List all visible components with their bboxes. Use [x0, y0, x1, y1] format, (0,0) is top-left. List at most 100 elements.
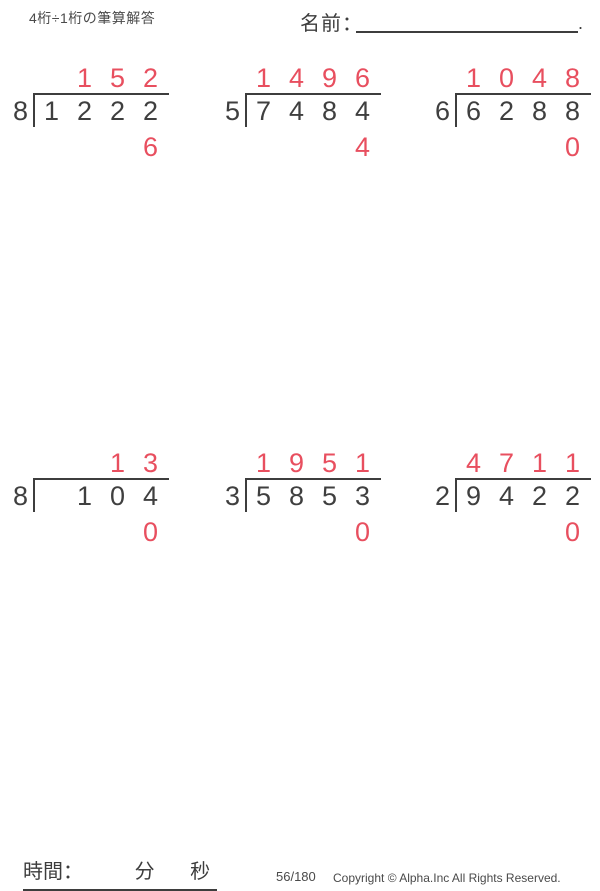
dividend-digit: 3 — [354, 481, 371, 511]
dividend-digit: 4 — [354, 96, 371, 126]
quotient-digit — [35, 64, 68, 93]
remainder-digit: 0 — [142, 517, 159, 547]
dividend-digit: 2 — [531, 481, 548, 511]
quotient-digit: 1 — [465, 63, 482, 93]
remainder-digit — [35, 518, 68, 546]
remainder-digit — [313, 518, 346, 546]
quotient-digit: 1 — [76, 63, 93, 93]
division-problem-1: 1 5 2 8 1 2 2 2 6 — [8, 64, 183, 161]
seconds-label: 秒 — [190, 861, 211, 883]
quotient-digit: 1 — [564, 448, 581, 478]
division-bracket: 1 2 2 2 — [33, 93, 169, 127]
remainder-digit — [280, 133, 313, 161]
divisor: 3 — [224, 481, 241, 511]
remainder-row: 0 — [35, 518, 183, 546]
divisor: 8 — [12, 96, 29, 126]
worksheet-title: 4桁÷1桁の筆算解答 — [29, 10, 156, 26]
remainder-digit — [457, 518, 490, 546]
quotient-digit: 9 — [288, 448, 305, 478]
dividend-row: 5 7 4 8 4 — [220, 93, 395, 127]
quotient-digit: 8 — [564, 63, 581, 93]
quotient-digit: 1 — [109, 448, 126, 478]
dividend-digit: 2 — [76, 96, 93, 126]
remainder-digit — [280, 518, 313, 546]
remainder-row: 0 — [457, 133, 600, 161]
remainder-digit: 4 — [354, 132, 371, 162]
quotient-digit: 9 — [321, 63, 338, 93]
remainder-row: 6 — [35, 133, 183, 161]
dividend-digit: 5 — [255, 481, 272, 511]
remainder-digit — [313, 133, 346, 161]
divisor: 8 — [12, 481, 29, 511]
dividend-digit: 8 — [288, 481, 305, 511]
division-problem-3: 1 0 4 8 6 6 2 8 8 0 — [430, 64, 600, 161]
remainder-digit: 0 — [354, 517, 371, 547]
quotient-digit: 5 — [321, 448, 338, 478]
remainder-digit — [490, 133, 523, 161]
quotient-digit: 2 — [142, 63, 159, 93]
dividend-digit: 1 — [43, 96, 60, 126]
quotient-digit: 5 — [109, 63, 126, 93]
divisor: 2 — [434, 481, 451, 511]
time-label: 時間： — [23, 861, 83, 883]
remainder-digit: 6 — [142, 132, 159, 162]
dividend-digit: 2 — [109, 96, 126, 126]
quotient-digit — [68, 449, 101, 478]
division-problem-4: 1 3 8 1 0 4 0 — [8, 449, 183, 546]
dividend-digit — [35, 480, 68, 512]
remainder-digit — [247, 133, 280, 161]
division-bracket: 1 0 4 — [33, 478, 169, 512]
quotient-row: 1 5 2 — [35, 64, 183, 93]
time-write-line: 時間： 分 秒 — [23, 855, 217, 891]
remainder-digit — [457, 133, 490, 161]
remainder-digit — [35, 133, 68, 161]
dividend-digit: 8 — [531, 96, 548, 126]
dividend-digit: 8 — [321, 96, 338, 126]
remainder-digit: 0 — [564, 132, 581, 162]
quotient-digit: 1 — [354, 448, 371, 478]
remainder-digit — [101, 133, 134, 161]
quotient-row: 4 7 1 1 — [457, 449, 600, 478]
divisor: 5 — [224, 96, 241, 126]
remainder-row: 0 — [247, 518, 395, 546]
quotient-digit: 4 — [531, 63, 548, 93]
remainder-digit — [523, 133, 556, 161]
dividend-digit: 7 — [255, 96, 272, 126]
dividend-digit: 0 — [109, 481, 126, 511]
division-bracket: 5 8 5 3 — [245, 478, 381, 512]
dividend-digit: 2 — [498, 96, 515, 126]
remainder-row: 0 — [457, 518, 600, 546]
quotient-row: 1 4 9 6 — [247, 64, 395, 93]
remainder-digit — [68, 518, 101, 546]
remainder-digit — [490, 518, 523, 546]
copyright-notice: Copyright © Alpha.Inc All Rights Reserve… — [333, 871, 561, 885]
dividend-digit: 2 — [142, 96, 159, 126]
divisor: 6 — [434, 96, 451, 126]
division-bracket: 9 4 2 2 — [455, 478, 591, 512]
quotient-row: 1 3 — [35, 449, 183, 478]
division-problem-5: 1 9 5 1 3 5 8 5 3 0 — [220, 449, 395, 546]
dividend-digit: 4 — [288, 96, 305, 126]
dividend-digit: 4 — [142, 481, 159, 511]
quotient-digit: 1 — [255, 63, 272, 93]
remainder-digit — [101, 518, 134, 546]
quotient-digit: 6 — [354, 63, 371, 93]
quotient-digit: 1 — [531, 448, 548, 478]
division-bracket: 6 2 8 8 — [455, 93, 591, 127]
remainder-row: 4 — [247, 133, 395, 161]
dividend-row: 3 5 8 5 3 — [220, 478, 395, 512]
quotient-row: 1 9 5 1 — [247, 449, 395, 478]
dividend-digit: 8 — [564, 96, 581, 126]
division-problem-2: 1 4 9 6 5 7 4 8 4 4 — [220, 64, 395, 161]
dividend-row: 8 1 0 4 — [8, 478, 183, 512]
dividend-row: 6 6 2 8 8 — [430, 93, 600, 127]
name-line-period: . — [578, 13, 584, 33]
quotient-digit: 7 — [498, 448, 515, 478]
dividend-row: 2 9 4 2 2 — [430, 478, 600, 512]
quotient-digit — [35, 449, 68, 478]
remainder-digit — [247, 518, 280, 546]
division-bracket: 7 4 8 4 — [245, 93, 381, 127]
dividend-digit: 6 — [465, 96, 482, 126]
dividend-digit: 1 — [76, 481, 93, 511]
